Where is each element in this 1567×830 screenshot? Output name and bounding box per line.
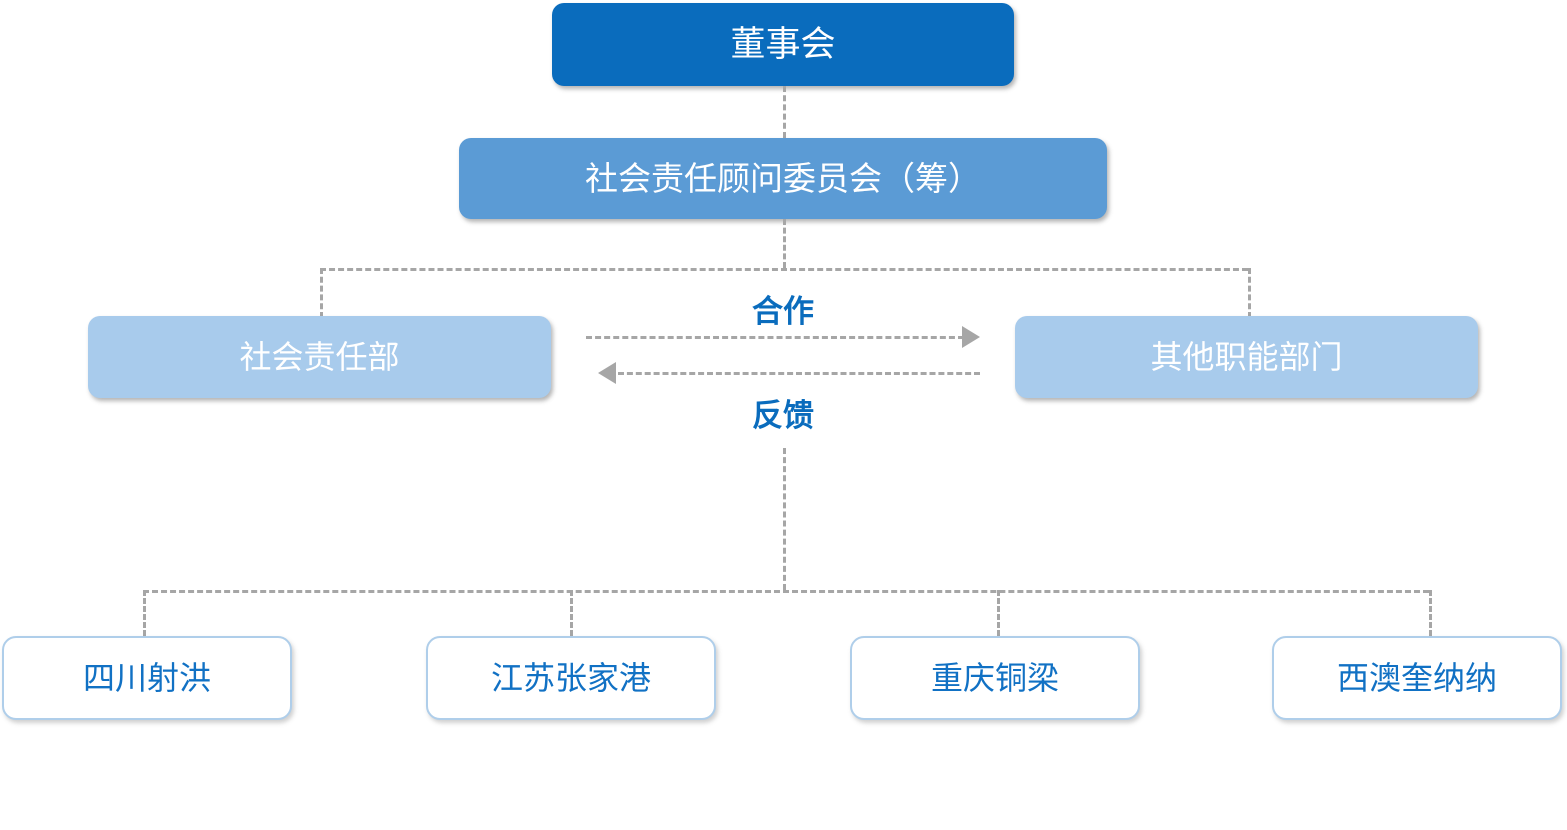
node-site-jiangsu-zhangjiagang[interactable]: 江苏张家港 bbox=[426, 636, 716, 720]
node-site-chongqing-tongliang-label: 重庆铜梁 bbox=[930, 659, 1059, 696]
node-advisory-committee[interactable]: 社会责任顾问委员会（筹） bbox=[459, 138, 1107, 219]
relation-label-cooperation: 合作 bbox=[752, 294, 814, 329]
node-site-western-australia-kwinana[interactable]: 西澳奎纳纳 bbox=[1272, 636, 1562, 720]
connector-bus-to-site-2 bbox=[570, 590, 573, 636]
arrow-cooperation-line bbox=[586, 336, 964, 339]
node-board-of-directors[interactable]: 董事会 bbox=[552, 3, 1014, 86]
node-site-western-australia-kwinana-label: 西澳奎纳纳 bbox=[1336, 659, 1497, 696]
arrow-feedback-line bbox=[618, 372, 980, 375]
node-csr-department-label: 社会责任部 bbox=[239, 338, 400, 375]
node-site-jiangsu-zhangjiagang-label: 江苏张家港 bbox=[490, 659, 651, 696]
connector-committee-stem bbox=[783, 219, 786, 268]
node-site-chongqing-tongliang[interactable]: 重庆铜梁 bbox=[850, 636, 1140, 720]
arrow-feedback-head-icon bbox=[598, 362, 616, 384]
node-board-of-directors-label: 董事会 bbox=[730, 24, 836, 64]
connector-bus-to-site-1 bbox=[143, 590, 146, 636]
connector-board-to-committee bbox=[783, 86, 786, 138]
arrow-cooperation-head-icon bbox=[962, 326, 980, 348]
node-advisory-committee-label: 社会责任顾问委员会（筹） bbox=[585, 159, 981, 197]
node-site-sichuan-shehong-label: 四川射洪 bbox=[82, 659, 211, 696]
node-site-sichuan-shehong[interactable]: 四川射洪 bbox=[2, 636, 292, 720]
node-csr-department[interactable]: 社会责任部 bbox=[88, 316, 551, 398]
connector-bus-to-site-4 bbox=[1429, 590, 1432, 636]
connector-departments-bus bbox=[320, 268, 1248, 271]
connector-sites-bus bbox=[143, 590, 1429, 593]
connector-bus-to-site-3 bbox=[997, 590, 1000, 636]
connector-departments-to-sites-stem bbox=[783, 448, 786, 590]
relation-label-feedback: 反馈 bbox=[752, 398, 814, 433]
connector-bus-to-csr-dept bbox=[320, 268, 323, 318]
node-other-functional-departments-label: 其他职能部门 bbox=[1150, 338, 1343, 375]
node-other-functional-departments[interactable]: 其他职能部门 bbox=[1015, 316, 1478, 398]
connector-bus-to-other-depts bbox=[1248, 268, 1251, 318]
